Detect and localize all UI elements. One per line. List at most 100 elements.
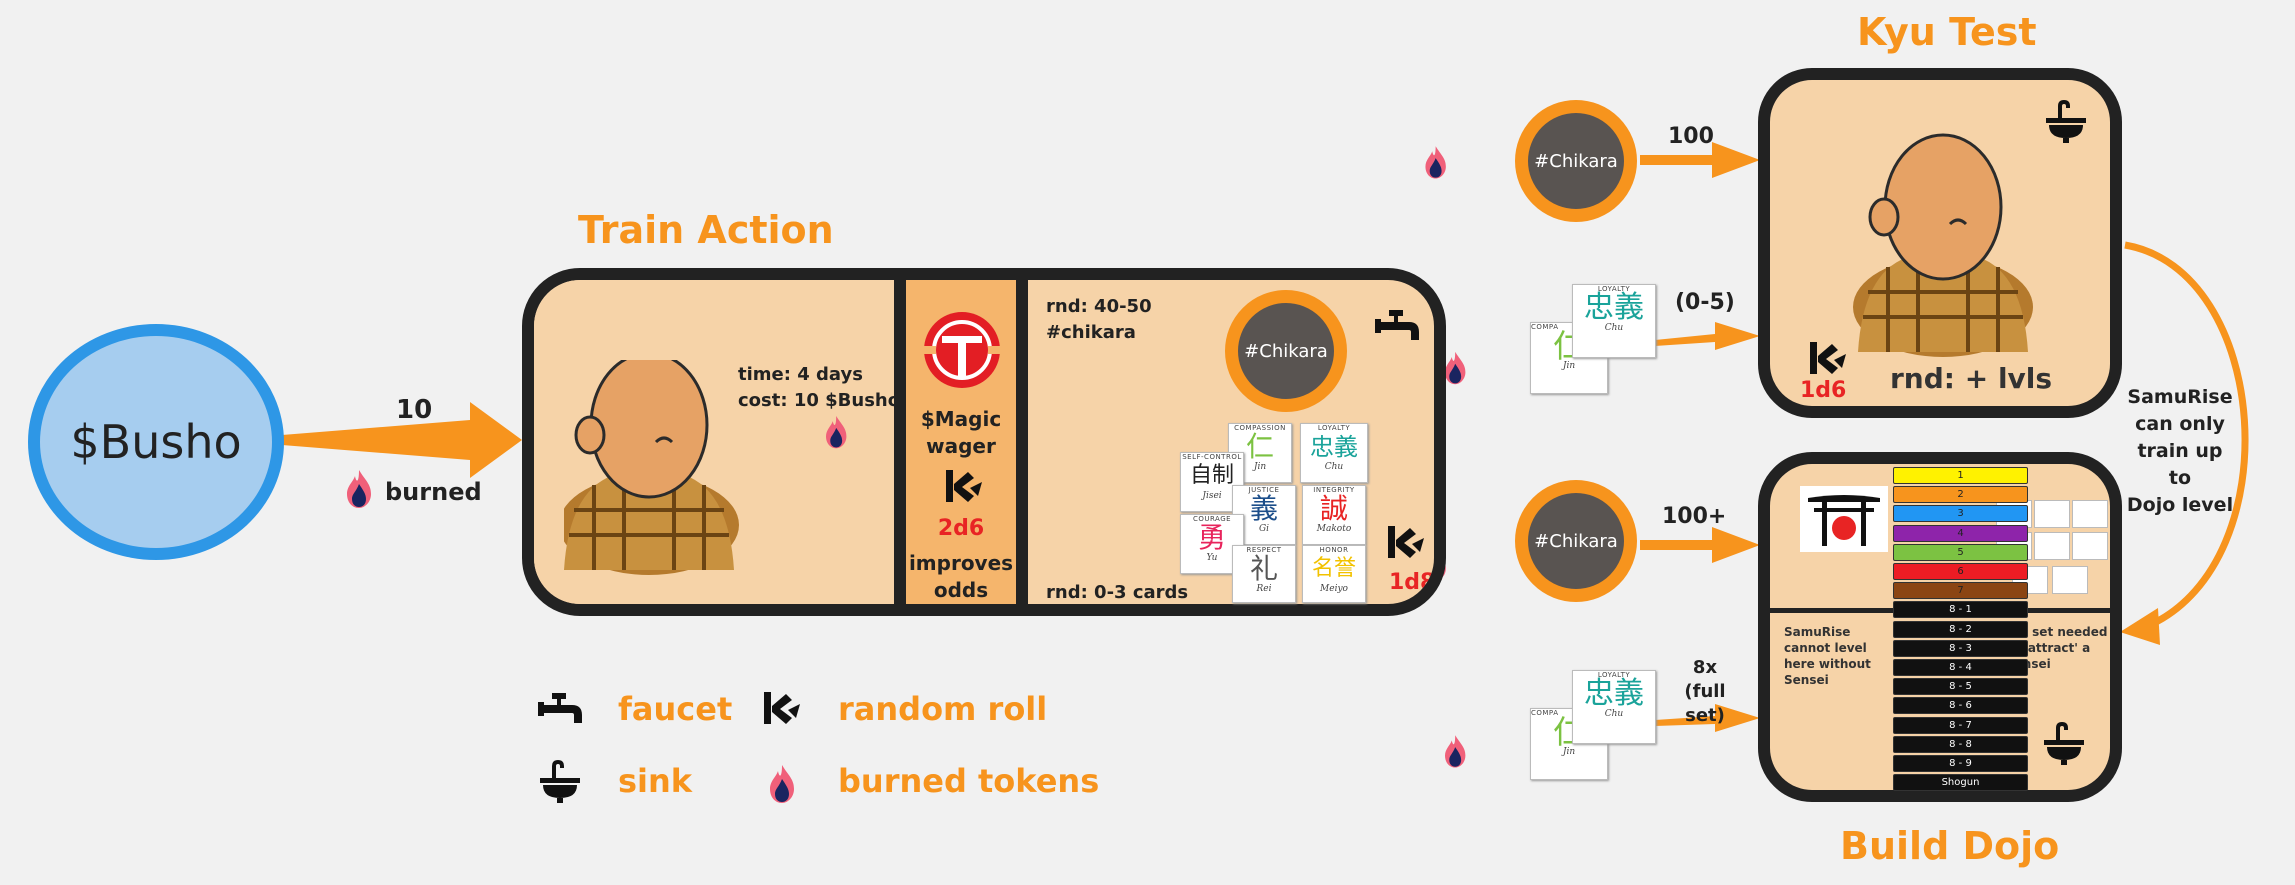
legend-sink-icon [540, 760, 580, 803]
samurai-portrait [564, 360, 741, 577]
card-respect-rom: Rei [1256, 584, 1272, 594]
rnd-chikara: rnd: 40-50 [1046, 296, 1152, 317]
kyu-card-loyalty-cap: LOYALTY [1597, 285, 1631, 293]
dojo-level-11: 8 - 4 [1893, 659, 2028, 676]
legend-random-roll: random roll [838, 690, 1048, 728]
dojo-level-15: 8 - 8 [1893, 735, 2028, 753]
dojo-cards-arrow [1655, 704, 1760, 732]
samurise-note-line-1: SamuRise [2127, 386, 2233, 408]
dojo-level-13: 8 - 6 [1893, 697, 2028, 715]
dojo-note-left: SamuRise cannot level here without Sense… [1784, 624, 1871, 688]
card-honor: HONOR 名誉 Meiyo [1302, 545, 1366, 603]
dojo-sink-icon [2044, 722, 2084, 765]
card-compassion-kanji: 仁 [1245, 430, 1274, 463]
dojo-chikara-token: #Chikara [1515, 480, 1637, 602]
card-self-control-rom: Jisei [1202, 491, 1222, 501]
kyu-cards-amount: (0-5) [1675, 290, 1735, 315]
dojo-level-16: 8 - 9 [1893, 755, 2028, 772]
kyu-chikara-arrow [1640, 142, 1760, 178]
dojo-chikara-token-label: #Chikara [1534, 530, 1618, 552]
dojo-level-1: 1 [1893, 467, 2028, 484]
legend-roll-icon [764, 692, 800, 724]
dojo-level-12: 8 - 5 [1893, 678, 2028, 696]
build-dojo-panel: SamuRise cannot level here without Sense… [1758, 452, 2122, 802]
dojo-level-4: 4 [1893, 524, 2028, 542]
kyu-sink-icon [2046, 100, 2086, 143]
dojo-card-compassion-rom: Jin [1562, 747, 1576, 757]
magic-logo-icon [922, 312, 1002, 388]
dojo-level-8: 8 - 1 [1893, 601, 2028, 619]
wager-roll-icon [946, 470, 982, 502]
burn-flame-icon [347, 470, 371, 508]
burned-label: burned [385, 478, 482, 506]
card-justice-rom: Gi [1258, 524, 1270, 534]
busho-arrow [282, 402, 522, 478]
cost-burn-icon [826, 416, 847, 449]
build-dojo-title: Build Dojo [1840, 824, 2060, 868]
busho-token: $Busho [28, 324, 284, 560]
card-integrity-rom: Makoto [1316, 524, 1352, 534]
train-chikara-token: #Chikara [1225, 290, 1347, 412]
card-compassion-cap: COMPASSION [1234, 424, 1286, 432]
dojo-level-6: 6 [1893, 563, 2028, 580]
train-cost: cost: 10 $Busho [738, 390, 901, 411]
kyu-samurai-portrait [1851, 133, 2035, 359]
dojo-chikara-arrow [1640, 527, 1760, 563]
dojo-level-10: 8 - 3 [1893, 639, 2028, 657]
train-faucet-icon [1375, 310, 1419, 340]
kyu-card-loyalty-kanji: 忠義 [1584, 290, 1644, 325]
card-honor-cap: HONOR [1319, 546, 1349, 554]
train-time: time: 4 days [738, 364, 863, 385]
kyu-to-dojo-curve [2124, 241, 2249, 629]
dojo-note-left-2: cannot level [1784, 641, 1867, 655]
kyu-test-panel: 1d6 rnd: + lvls [1758, 68, 2122, 418]
card-respect-kanji: 礼 [1249, 552, 1278, 585]
samurise-note-line-3: train up to [2137, 440, 2223, 489]
dojo-card-compassion-cap: COMPA [1531, 709, 1559, 717]
kyu-card-loyalty-rom: Chu [1604, 323, 1624, 333]
kyu-chikara-amount: 100 [1668, 124, 1714, 149]
card-loyalty-kanji: 忠義 [1310, 433, 1358, 461]
card-honor-rom: Meiyo [1320, 584, 1348, 594]
dojo-card-loyalty-rom: Chu [1604, 709, 1624, 719]
kyu-cards-arrow [1655, 322, 1760, 350]
card-justice-kanji: 義 [1249, 492, 1278, 525]
dojo-level-9: 8 - 2 [1893, 620, 2028, 638]
card-courage-kanji: 勇 [1197, 521, 1226, 554]
cards-roll-icon [1388, 526, 1424, 558]
card-dice: 1d8 [1389, 570, 1436, 595]
chikara-tag: #chikara [1046, 322, 1136, 343]
card-courage-cap: COURAGE [1192, 515, 1232, 523]
dojo-level-7: 7 [1893, 582, 2028, 600]
dojo-card-loyalty-cap: LOYALTY [1597, 671, 1631, 679]
wager-dice: 2d6 [937, 516, 985, 541]
legend-faucet: faucet [618, 690, 733, 728]
kyu-card-compassion-rom: Jin [1562, 361, 1576, 371]
dojo-level-14: 8 - 7 [1893, 716, 2028, 734]
dojo-note-right-1: full set needed [2006, 625, 2108, 639]
kyu-chikara-token-label: #Chikara [1534, 150, 1618, 172]
legend-sink: sink [618, 762, 693, 800]
dojo-torii-logo [1800, 486, 1888, 552]
card-honor-kanji: 名誉 [1311, 556, 1356, 581]
dojo-cards-amount: 8x (full set) [1664, 656, 1746, 728]
busho-amount: 10 [396, 395, 433, 425]
legend-faucet-icon [538, 693, 582, 723]
kyu-dice: 1d6 [1800, 378, 1847, 403]
dojo-level-17: Shogun [1893, 774, 2028, 792]
wager-label: wager [926, 434, 996, 458]
card-integrity-cap: INTEGRITY [1313, 486, 1355, 494]
dojo-level-5: 5 [1893, 543, 2028, 561]
dojo-card-loyalty-kanji: 忠義 [1584, 676, 1644, 711]
samurise-note: SamuRise can only train up to Dojo level [2125, 384, 2235, 519]
kyu-card-compassion-cap: COMPA [1531, 323, 1559, 331]
card-self-control-cap: SELF-CONTROL [1182, 453, 1242, 461]
card-loyalty-cap: LOYALTY [1317, 424, 1351, 432]
samurise-note-line-2: can only [2135, 413, 2225, 435]
card-compassion-rom: Jin [1253, 462, 1267, 472]
